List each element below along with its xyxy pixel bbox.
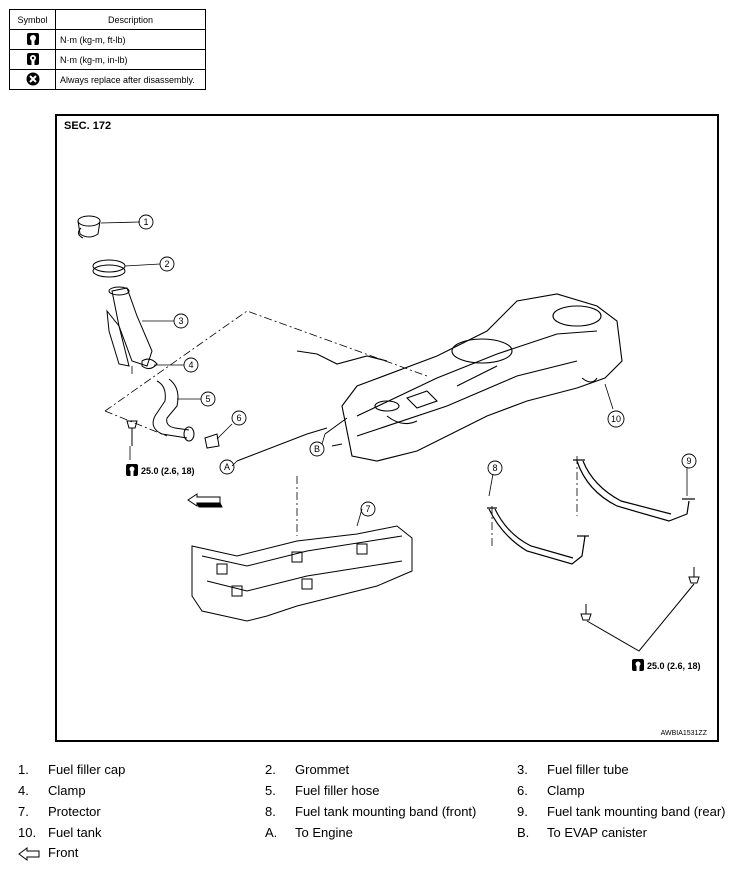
exploded-view-drawing: 1 2 3 4 5 6 7 8 9 10 A B 25.0 (2.6, 18) — [77, 214, 701, 671]
fuel-filler-tube — [106, 286, 153, 367]
torque-wrench-inlb-icon — [26, 52, 39, 65]
bolt-right-1 — [580, 604, 592, 621]
legend-item: 6.Clamp — [517, 783, 585, 798]
fuel-tank — [296, 293, 623, 462]
leader-lines — [100, 221, 688, 527]
leader-torque-right — [586, 583, 695, 652]
protector — [191, 525, 413, 622]
legend-item: 8.Fuel tank mounting band (front) — [265, 804, 477, 819]
callout-5: 5 — [205, 394, 210, 404]
torque-ftlb-description: N·m (kg-m, ft-lb) — [55, 29, 206, 50]
legend-item: 2.Grommet — [265, 762, 350, 777]
callout-markers — [138, 214, 697, 517]
mounting-band-rear — [573, 459, 695, 522]
callout-3: 3 — [178, 316, 183, 326]
mounting-band-front — [487, 507, 589, 565]
always-replace-icon — [26, 72, 39, 85]
callout-a: A — [224, 462, 230, 472]
legend-item: 7.Protector — [18, 804, 101, 819]
figure-code: AWBIA1531ZZ — [660, 730, 707, 737]
front-note: Front — [18, 845, 78, 861]
callout-9: 9 — [686, 456, 691, 466]
torque-wrench-icon — [26, 32, 39, 45]
section-label: SEC. 172 — [64, 120, 112, 132]
clamp-4 — [141, 358, 158, 370]
legend-item: 10.Fuel tank — [18, 825, 102, 840]
legend-item: 1.Fuel filler cap — [18, 762, 126, 777]
hose-to-engine — [236, 427, 328, 462]
grommet — [92, 259, 126, 278]
symbol-table: Symbol Description N·m (kg-m, ft-lb) N·m… — [9, 9, 206, 90]
legend-item: 3.Fuel filler tube — [517, 762, 629, 777]
hose-to-evap — [324, 417, 348, 435]
callout-b: B — [314, 444, 320, 454]
torque-right-icon — [632, 659, 644, 671]
always-replace-description: Always replace after disassembly. — [55, 69, 206, 90]
fuel-filler-hose — [152, 378, 195, 442]
callout-1: 1 — [143, 217, 148, 227]
torque-right-label: 25.0 (2.6, 18) — [647, 661, 701, 671]
fuel-filler-cap — [77, 215, 101, 239]
callout-6: 6 — [236, 413, 241, 423]
fuel-tank-diagram: 1 2 3 4 5 6 7 8 9 10 A B 25.0 (2.6, 18) — [55, 114, 719, 742]
legend-item: 4.Clamp — [18, 783, 86, 798]
front-arrow-icon — [18, 846, 40, 861]
bolt-left — [126, 420, 138, 446]
callout-4: 4 — [188, 360, 193, 370]
clamp-6 — [204, 433, 220, 449]
legend-item: B.To EVAP canister — [517, 825, 647, 840]
front-direction-arrow — [187, 493, 223, 508]
legend-item: 9.Fuel tank mounting band (rear) — [517, 804, 726, 819]
callout-10: 10 — [611, 414, 621, 424]
symbol-header: Symbol — [9, 9, 56, 30]
legend-item: 5.Fuel filler hose — [265, 783, 380, 798]
callout-2: 2 — [164, 259, 169, 269]
torque-left-label: 25.0 (2.6, 18) — [141, 466, 195, 476]
torque-left-icon — [126, 464, 138, 476]
legend-item: A.To Engine — [265, 825, 353, 840]
bolt-right-2 — [688, 567, 700, 584]
callout-8: 8 — [492, 463, 497, 473]
torque-inlb-description: N·m (kg-m, in-lb) — [55, 49, 206, 70]
front-label: Front — [48, 845, 79, 860]
description-header: Description — [55, 9, 206, 30]
callout-7: 7 — [365, 504, 370, 514]
